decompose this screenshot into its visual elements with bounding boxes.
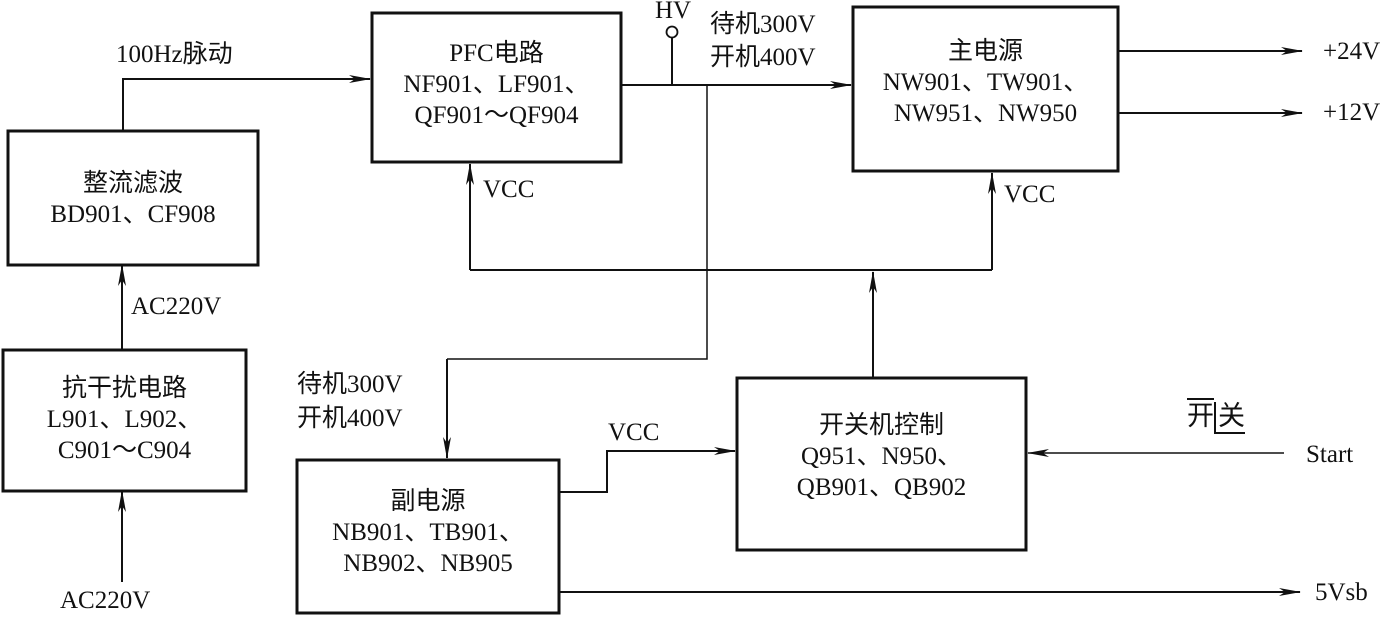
standby-300v-aux-label: 待机300V <box>297 371 403 398</box>
aux-power-text: 副电源 NB901、TB901、 NB902、NB905 <box>297 486 559 579</box>
output-5vsb-label: 5Vsb <box>1315 579 1368 606</box>
on-400v-aux-label: 开机400V <box>297 405 403 432</box>
hv-terminal-icon <box>665 25 679 39</box>
main-power-title: 主电源 <box>947 38 1023 65</box>
emi-filter-parts-2: C901～C904 <box>57 437 192 464</box>
hv-to-aux-line <box>447 85 708 360</box>
aux-power-parts-1: NB901、TB901、 <box>332 519 524 546</box>
output-24v-label: +24V <box>1323 38 1381 65</box>
ac-input-label: AC220V <box>60 587 151 614</box>
power-control-parts-2: QB901、QB902 <box>796 474 967 501</box>
pfc-text: PFC电路 NF901、LF901、 QF901～QF904 <box>372 38 621 131</box>
pfc-block <box>370 11 623 164</box>
emi-filter-parts-1: L901、L902、 <box>46 406 203 433</box>
output-12v-label: +12V <box>1323 99 1381 126</box>
rectifier-to-pfc-arrow <box>122 75 371 131</box>
rectifier-parts-1: BD901、CF908 <box>50 201 216 228</box>
power-control-title: 开关机控制 <box>818 412 944 439</box>
main-power-parts-2: NW951、NW950 <box>893 100 1078 127</box>
start-label: Start <box>1306 441 1354 468</box>
main-power-parts-1: NW901、TW901、 <box>882 69 1089 96</box>
standby-300v-top-label: 待机300V <box>710 11 816 38</box>
power-control-parts-1: Q951、N950、 <box>800 443 963 470</box>
aux-power-title: 副电源 <box>390 488 466 515</box>
hv-label: HV <box>655 0 692 24</box>
power-switch-symbol: 开关 <box>1187 398 1245 434</box>
emi-filter-title: 抗干扰电路 <box>61 375 187 402</box>
pfc-parts-2: QF901～QF904 <box>414 102 579 129</box>
power-control-block <box>735 376 1028 552</box>
switch-on-label: 开 <box>1187 398 1214 432</box>
aux-vcc-to-control-arrow <box>559 447 736 493</box>
vcc-control-label: VCC <box>608 419 660 446</box>
vcc-pfc-label: VCC <box>483 176 535 203</box>
rectifier-text: 整流滤波 BD901、CF908 <box>8 168 258 230</box>
rectifier-title: 整流滤波 <box>82 170 183 197</box>
on-400v-top-label: 开机400V <box>710 44 816 71</box>
emi-filter-block <box>1 348 248 493</box>
pfc-parts-1: NF901、LF901、 <box>403 71 590 98</box>
aux-power-parts-2: NB902、NB905 <box>343 550 513 577</box>
main-power-text: 主电源 NW901、TW901、 NW951、NW950 <box>853 36 1118 129</box>
pulse-100hz-label: 100Hz脉动 <box>116 41 233 68</box>
ac-mid-label: AC220V <box>131 293 222 320</box>
emi-filter-text: 抗干扰电路 L901、L902、 C901～C904 <box>3 373 246 466</box>
vcc-main-label: VCC <box>1004 181 1056 208</box>
rectifier-block <box>6 129 260 267</box>
main-power-block <box>851 5 1120 173</box>
switch-off-label: 关 <box>1214 402 1245 434</box>
aux-power-block <box>295 458 561 615</box>
power-control-text: 开关机控制 Q951、N950、 QB901、QB902 <box>737 410 1026 503</box>
pfc-title: PFC电路 <box>449 40 544 67</box>
